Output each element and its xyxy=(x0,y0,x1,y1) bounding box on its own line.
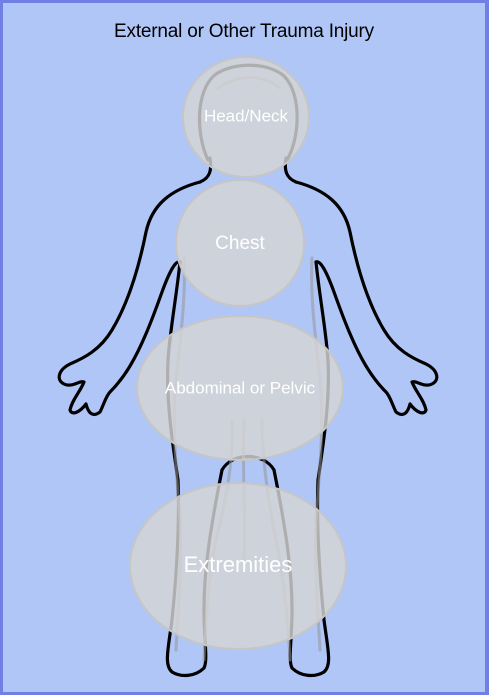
region-extremities[interactable]: Extremities xyxy=(130,483,346,649)
chest-label: Chest xyxy=(215,233,265,254)
region-chest[interactable]: Chest xyxy=(176,180,304,306)
region-head-neck[interactable]: Head/Neck xyxy=(183,57,309,177)
head-neck-label: Head/Neck xyxy=(204,106,289,125)
region-abdominal-pelvic[interactable]: Abdominal or Pelvic xyxy=(137,316,343,460)
abdominal-pelvic-label: Abdominal or Pelvic xyxy=(165,378,316,397)
extremities-label: Extremities xyxy=(184,552,293,577)
